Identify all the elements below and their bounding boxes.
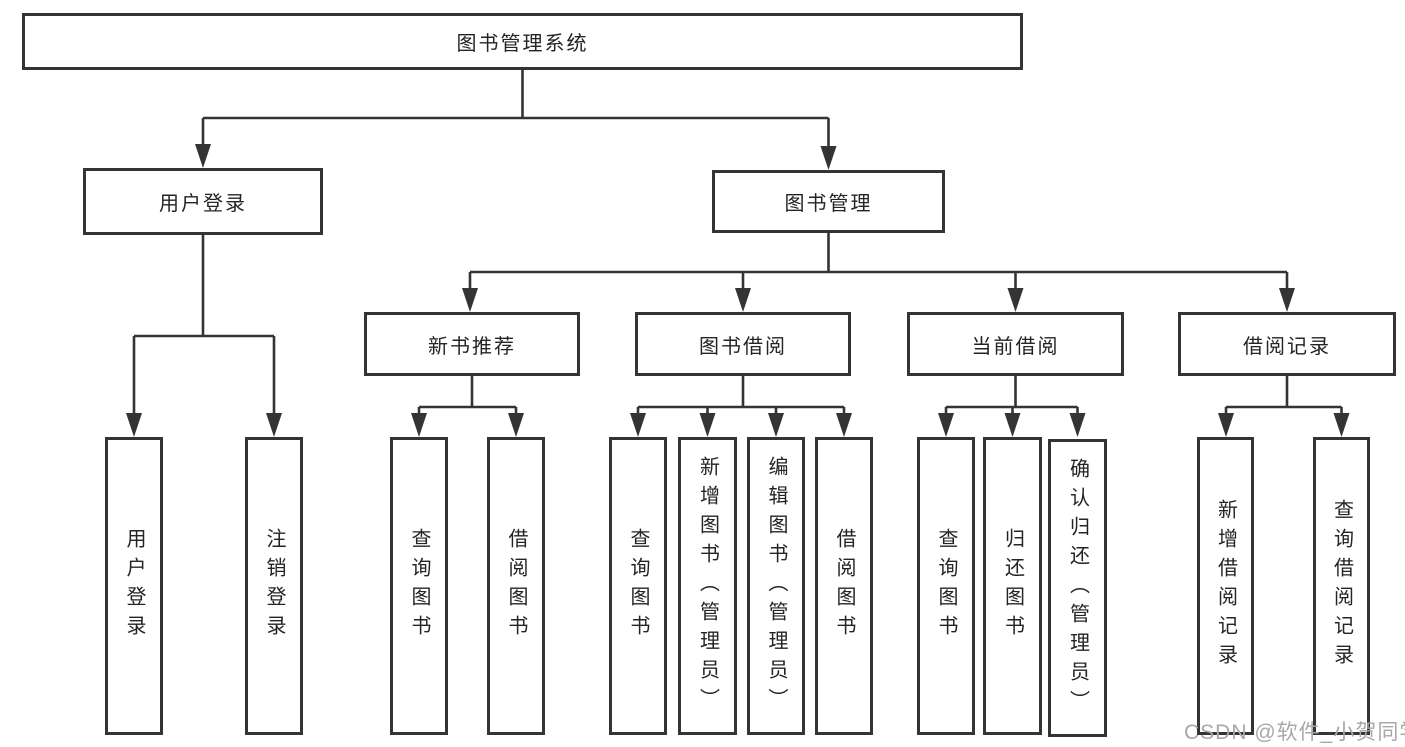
leaf-borrow-books-1: 借阅图书	[487, 437, 545, 735]
node-book-management: 图书管理	[712, 170, 945, 233]
node-user-login: 用户登录	[83, 168, 323, 235]
node-borrowing-records: 借阅记录	[1178, 312, 1396, 376]
leaf-add-book-admin-label: 新增图书（管理员）	[696, 455, 719, 717]
leaf-return-books: 归还图书	[983, 437, 1042, 735]
leaf-return-books-label: 归还图书	[1001, 528, 1024, 644]
leaf-query-books-2: 查询图书	[609, 437, 667, 735]
node-current-borrowing-label: 当前借阅	[971, 335, 1060, 358]
leaf-add-borrow-record-label: 新增借阅记录	[1214, 499, 1237, 673]
leaf-edit-book-admin: 编辑图书（管理员）	[747, 437, 805, 735]
node-user-login-label: 用户登录	[159, 193, 247, 215]
node-root: 图书管理系统	[22, 13, 1023, 70]
leaf-user-login-label: 用户登录	[123, 528, 145, 644]
leaf-user-login: 用户登录	[105, 437, 163, 735]
leaf-confirm-return-admin-label: 确认归还（管理员）	[1066, 457, 1089, 719]
leaf-confirm-return-admin: 确认归还（管理员）	[1048, 439, 1107, 737]
leaf-borrow-books-2: 借阅图书	[815, 437, 873, 735]
watermark: CSDN @软件_小贺同学	[1184, 721, 1405, 744]
node-book-borrowing-label: 图书借阅	[699, 335, 787, 358]
leaf-query-books-3: 查询图书	[917, 437, 975, 735]
leaf-logout-label: 注销登录	[263, 528, 285, 644]
leaf-edit-book-admin-label: 编辑图书（管理员）	[765, 455, 787, 717]
leaf-borrow-books-1-label: 借阅图书	[505, 528, 527, 644]
leaf-query-borrow-record: 查询借阅记录	[1313, 437, 1370, 735]
leaf-query-books-2-label: 查询图书	[627, 528, 649, 644]
leaf-query-books-1: 查询图书	[390, 437, 448, 735]
leaf-add-book-admin: 新增图书（管理员）	[678, 437, 737, 735]
leaf-query-borrow-record-label: 查询借阅记录	[1330, 499, 1353, 673]
leaf-query-books-1-label: 查询图书	[408, 528, 430, 644]
leaf-add-borrow-record: 新增借阅记录	[1197, 437, 1254, 735]
node-borrowing-records-label: 借阅记录	[1243, 335, 1331, 358]
node-root-label: 图书管理系统	[456, 33, 589, 55]
node-new-book-recommendation: 新书推荐	[364, 312, 580, 376]
node-book-management-label: 图书管理	[784, 193, 873, 215]
node-book-borrowing: 图书借阅	[635, 312, 851, 376]
leaf-borrow-books-2-label: 借阅图书	[833, 528, 855, 644]
node-new-book-recommendation-label: 新书推荐	[428, 335, 516, 358]
node-current-borrowing: 当前借阅	[907, 312, 1124, 376]
leaf-logout: 注销登录	[245, 437, 303, 735]
leaf-query-books-3-label: 查询图书	[935, 528, 957, 644]
